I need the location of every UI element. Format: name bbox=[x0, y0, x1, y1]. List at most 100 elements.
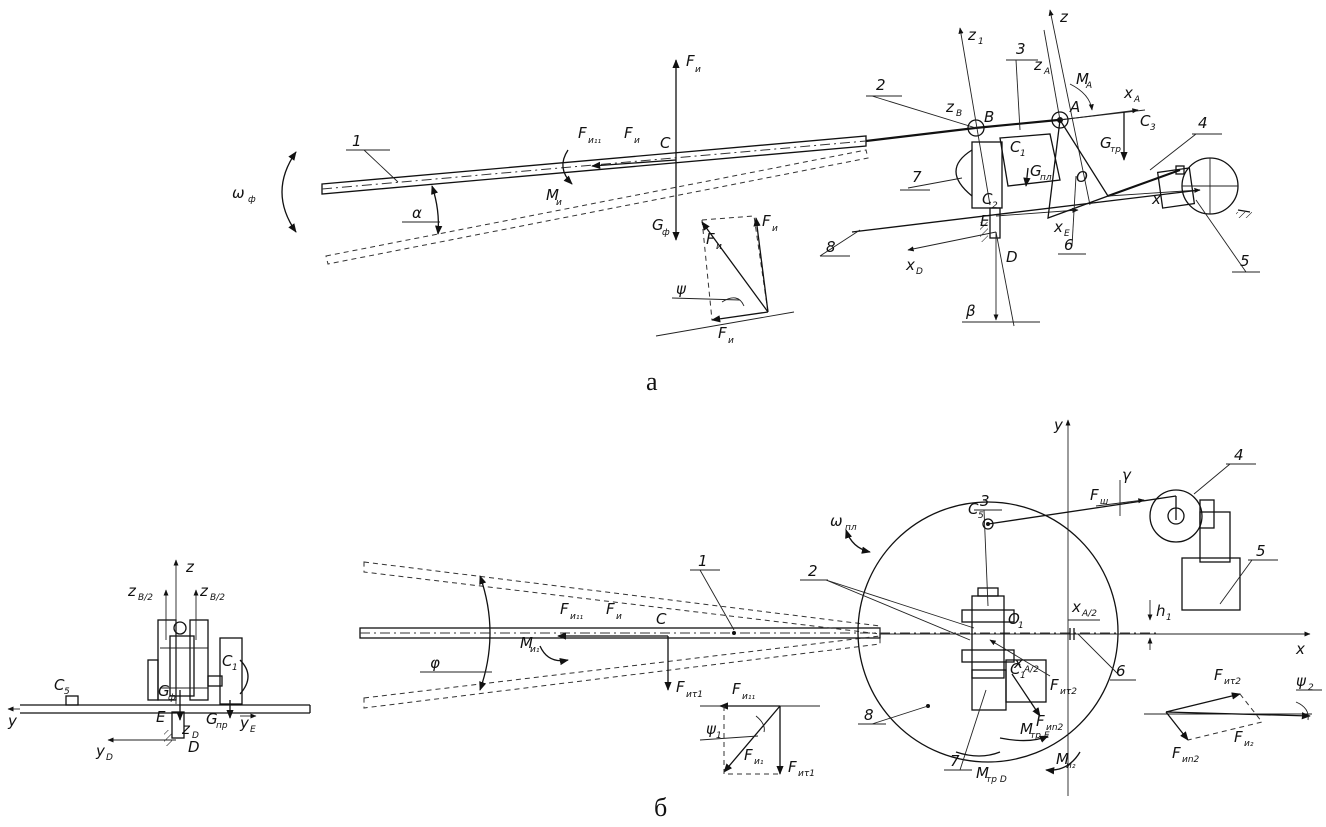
svg-text:и: и bbox=[716, 242, 722, 252]
svg-text:C: C bbox=[54, 676, 65, 694]
label-5-a: 5 bbox=[1240, 252, 1250, 270]
svg-text:C: C bbox=[968, 500, 979, 518]
svg-text:D: D bbox=[106, 753, 113, 763]
svg-text:z: z bbox=[185, 558, 195, 576]
svg-text:E: E bbox=[156, 708, 166, 726]
motor-5-wheel bbox=[1149, 489, 1203, 543]
alpha-arc bbox=[431, 185, 443, 235]
alpha-label: α bbox=[412, 204, 422, 222]
svg-text:иn2: иn2 bbox=[1182, 755, 1200, 765]
svg-text:D: D bbox=[1006, 248, 1018, 266]
svg-text:1: 1 bbox=[716, 731, 722, 741]
svg-text:F: F bbox=[1172, 744, 1181, 762]
svg-text:иτ2: иτ2 bbox=[1224, 677, 1241, 687]
joint-A bbox=[1051, 111, 1069, 129]
svg-text:ф: ф bbox=[248, 195, 256, 205]
label-8-a: 8 bbox=[826, 238, 836, 256]
boom-1 bbox=[321, 109, 1146, 265]
svg-text:y: y bbox=[95, 742, 106, 760]
svg-text:A: A bbox=[1133, 95, 1140, 105]
block-3 bbox=[999, 133, 1061, 187]
svg-text:и: и bbox=[556, 198, 562, 208]
svg-text:5: 5 bbox=[978, 511, 984, 521]
force-triangle-b1: ψ 1 F и₁₁ F и₁ F иτ1 bbox=[699, 680, 820, 779]
svg-text:F: F bbox=[606, 600, 615, 618]
svg-text:M: M bbox=[976, 764, 989, 782]
svg-text:B: B bbox=[956, 109, 962, 119]
svg-text:C: C bbox=[1010, 660, 1021, 678]
omega-phi-label: ω bbox=[232, 184, 245, 202]
svg-text:z: z bbox=[967, 26, 977, 44]
svg-text:F: F bbox=[676, 678, 685, 696]
svg-text:z: z bbox=[181, 720, 191, 738]
svg-text:C: C bbox=[1010, 138, 1021, 156]
svg-text:и: и bbox=[772, 224, 778, 234]
svg-text:F: F bbox=[1090, 486, 1099, 504]
label-2-a: 2 bbox=[876, 76, 886, 94]
svg-text:1: 1 bbox=[232, 663, 238, 673]
svg-text:A: A bbox=[1085, 81, 1092, 91]
svg-text:B/2: B/2 bbox=[210, 593, 225, 603]
svg-text:и: и bbox=[728, 336, 734, 346]
svg-text:A: A bbox=[1043, 67, 1050, 77]
svg-text:2: 2 bbox=[1308, 683, 1314, 693]
svg-text:C: C bbox=[1140, 112, 1151, 130]
svg-text:M: M bbox=[1076, 70, 1089, 88]
svg-text:и₂: и₂ bbox=[1244, 739, 1254, 749]
phi-arc bbox=[479, 575, 491, 691]
svg-text:и₁₁: и₁₁ bbox=[588, 136, 601, 146]
svg-text:D: D bbox=[188, 738, 200, 756]
svg-text:5: 5 bbox=[64, 687, 70, 697]
svg-text:F: F bbox=[788, 758, 797, 776]
svg-text:G: G bbox=[1100, 134, 1112, 152]
svg-text:иn2: иn2 bbox=[1046, 723, 1064, 733]
svg-text:F: F bbox=[1036, 712, 1045, 730]
svg-text:и: и bbox=[634, 136, 640, 146]
svg-text:F: F bbox=[1050, 676, 1059, 694]
svg-text:и₁: и₁ bbox=[754, 757, 764, 767]
svg-text:иτ1: иτ1 bbox=[686, 690, 703, 700]
label-4-a: 4 bbox=[1198, 114, 1208, 132]
svg-text:F: F bbox=[762, 212, 771, 230]
label-6-b: 6 bbox=[1116, 662, 1126, 680]
platform-8-a bbox=[851, 189, 1201, 233]
svg-text:тр D: тр D bbox=[986, 775, 1007, 785]
svg-text:F: F bbox=[624, 124, 633, 142]
svg-text:y: y bbox=[1053, 416, 1064, 434]
label-1-a: 1 bbox=[352, 132, 362, 150]
svg-text:пл: пл bbox=[1040, 173, 1052, 183]
label-5-b: 5 bbox=[1256, 542, 1266, 560]
svg-text:F: F bbox=[1234, 728, 1243, 746]
svg-text:F: F bbox=[560, 600, 569, 618]
svg-text:A/2: A/2 bbox=[1081, 609, 1097, 619]
svg-text:ф: ф bbox=[662, 228, 670, 238]
svg-text:и₁₁: и₁₁ bbox=[570, 612, 583, 622]
svg-text:ψ: ψ bbox=[676, 280, 687, 298]
force-triangle-a: ψ F и F и F и bbox=[655, 212, 795, 346]
svg-text:1: 1 bbox=[978, 37, 984, 47]
svg-text:x: x bbox=[1295, 640, 1305, 658]
svg-text:C: C bbox=[982, 190, 993, 208]
svg-text:M: M bbox=[1020, 720, 1033, 738]
svg-text:B/2: B/2 bbox=[138, 593, 153, 603]
svg-text:A: A bbox=[1069, 98, 1080, 116]
svg-text:G: G bbox=[652, 216, 664, 234]
svg-text:ψ: ψ bbox=[1296, 672, 1307, 690]
svg-text:γ: γ bbox=[1122, 466, 1132, 484]
label-8-b: 8 bbox=[864, 706, 874, 724]
svg-text:G: G bbox=[158, 682, 170, 700]
cylinder-7 bbox=[971, 141, 1003, 209]
force-fn bbox=[591, 159, 677, 170]
svg-text:F: F bbox=[686, 52, 695, 70]
svg-text:2: 2 bbox=[992, 201, 998, 211]
svg-text:x: x bbox=[1013, 654, 1023, 672]
svg-text:M: M bbox=[546, 186, 559, 204]
label-7-a: 7 bbox=[912, 168, 922, 186]
svg-text:ф: ф bbox=[168, 693, 176, 703]
svg-text:A/2: A/2 bbox=[1023, 665, 1039, 675]
svg-text:F: F bbox=[744, 746, 753, 764]
svg-text:D: D bbox=[916, 267, 923, 277]
svg-text:D: D bbox=[192, 731, 199, 741]
svg-text:h: h bbox=[1156, 602, 1166, 620]
force-triangle-b2: ψ 2 F иτ2 F и₂ F иn2 bbox=[1144, 666, 1322, 765]
